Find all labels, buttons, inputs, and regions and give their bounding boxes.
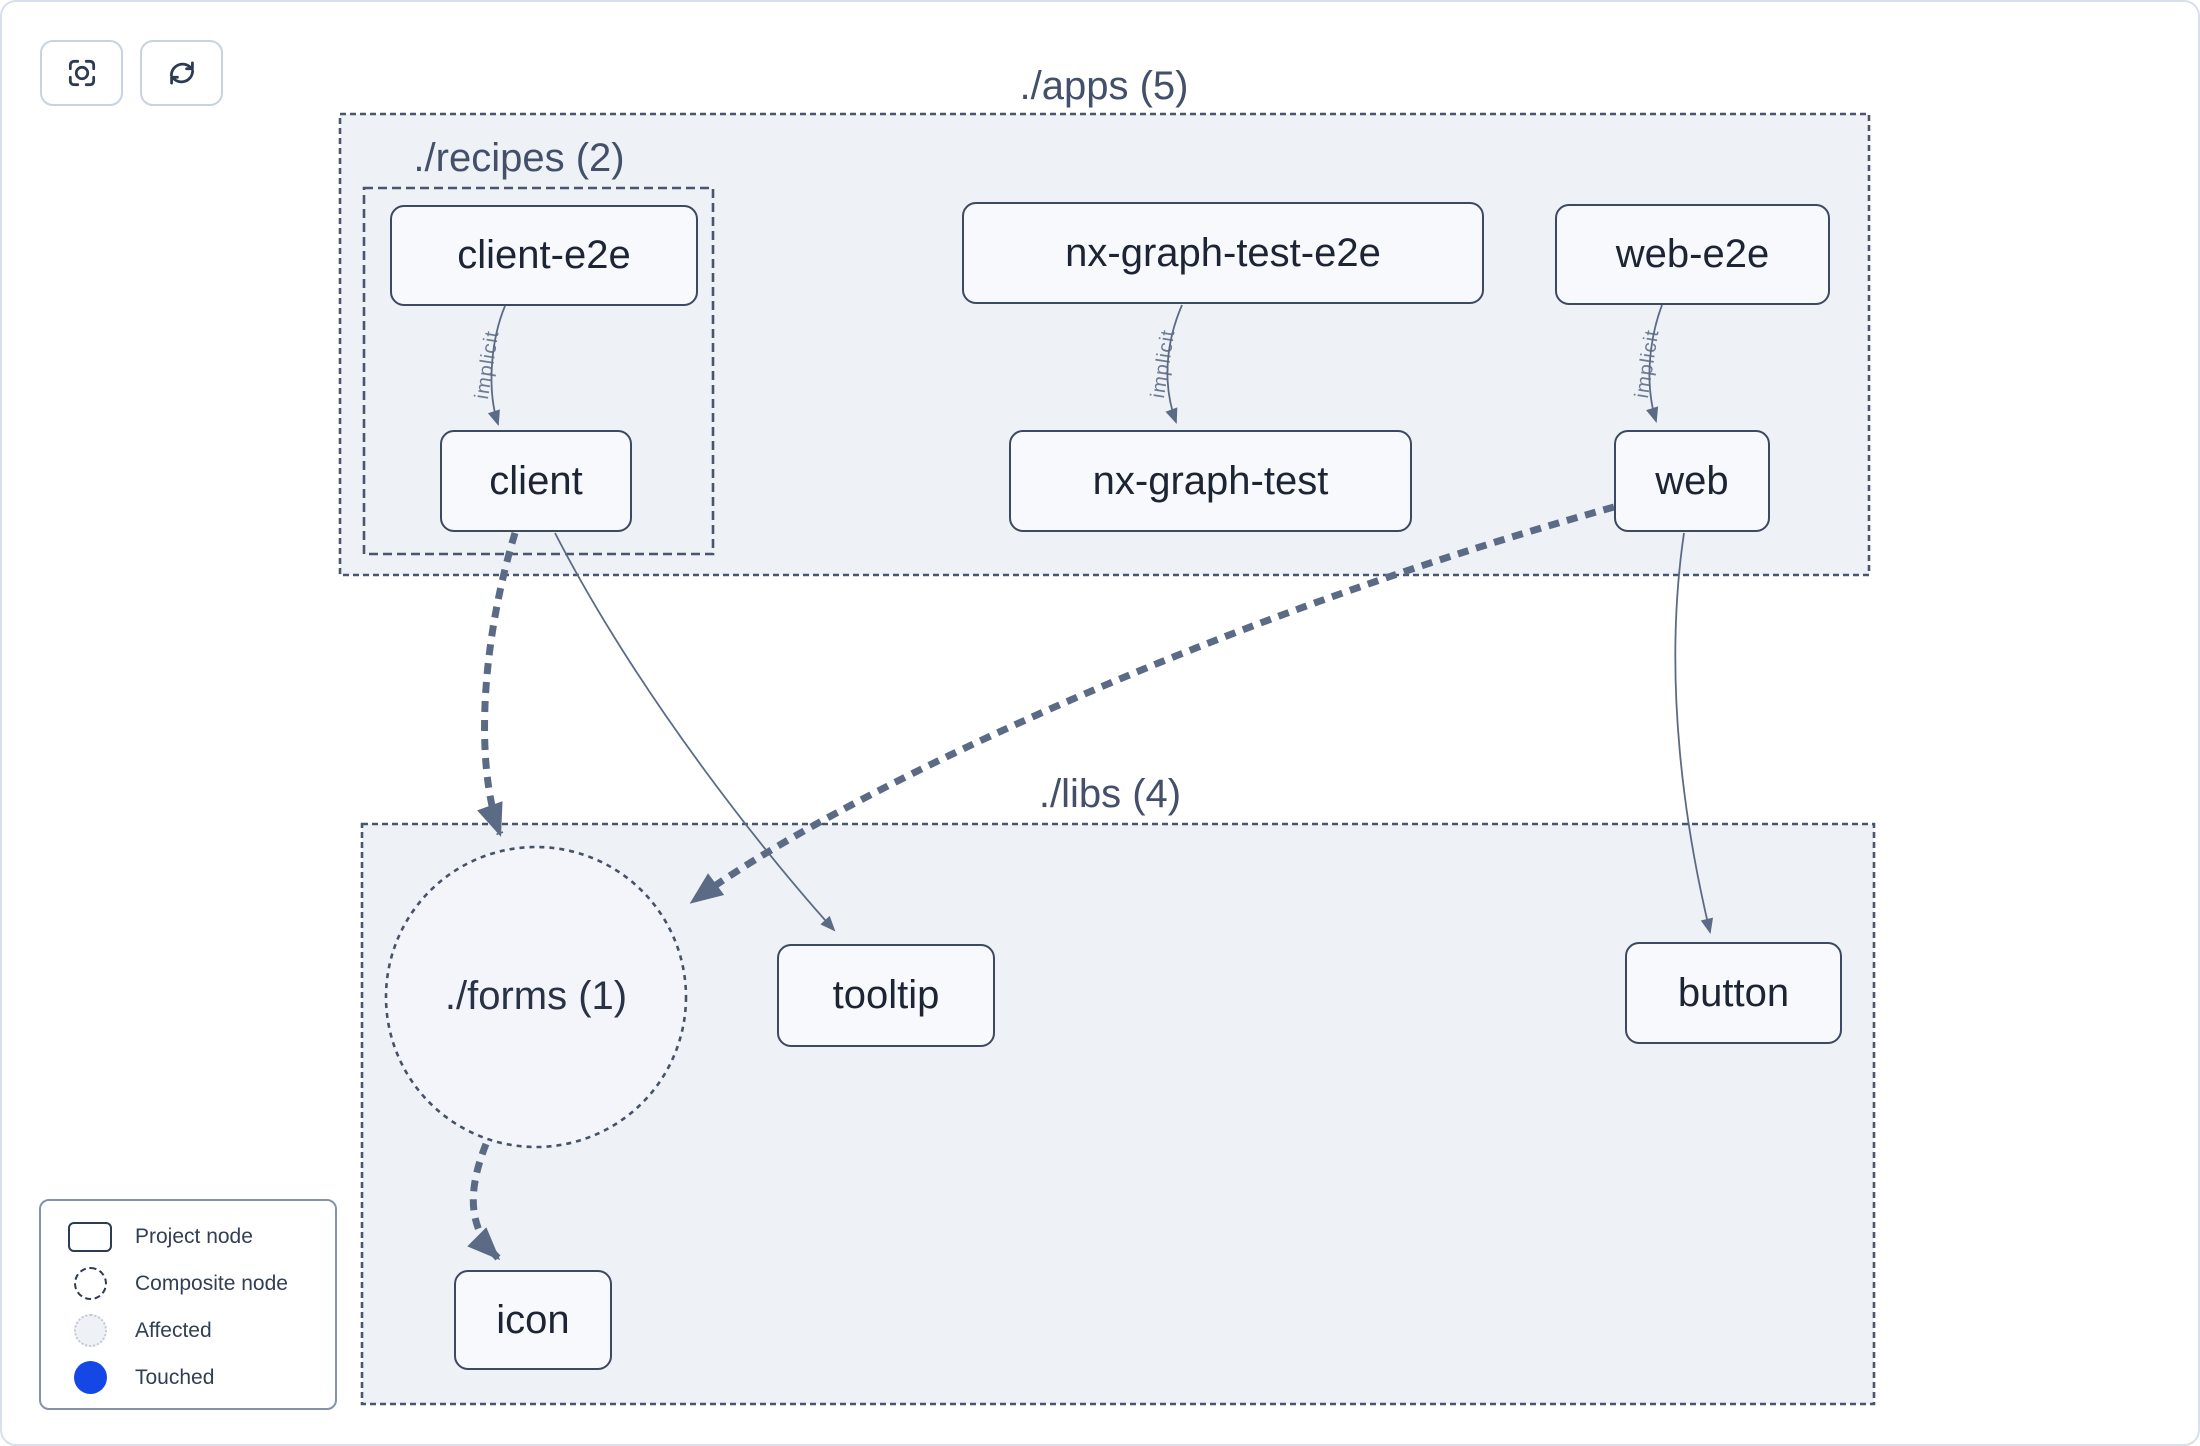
node-label: button — [1677, 970, 1790, 1015]
edge-client-to-forms — [477, 531, 519, 837]
touched-swatch-icon — [67, 1361, 113, 1394]
edge-forms-to-icon — [467, 1142, 501, 1261]
edge-web-to-button — [1674, 532, 1714, 935]
refresh-button[interactable] — [140, 40, 223, 106]
focus-reset-button[interactable] — [40, 40, 123, 106]
refresh-icon — [169, 61, 194, 85]
node-label: client — [489, 458, 583, 503]
legend-label: Touched — [135, 1365, 215, 1389]
legend-row-composite-node: Composite node — [41, 1260, 335, 1307]
node-nx-graph-test[interactable]: nx-graph-test — [1009, 430, 1412, 532]
node-button[interactable]: button — [1625, 942, 1842, 1044]
edge-web-e2e-to-web — [1646, 304, 1663, 424]
node-label: web-e2e — [1615, 232, 1770, 276]
node-label: tooltip — [832, 973, 940, 1017]
node-label: client-e2e — [457, 233, 631, 277]
composite-node-label-forms[interactable]: ./forms (1) — [444, 974, 628, 1018]
legend-label: Composite node — [135, 1271, 288, 1295]
edge-nx-graph-test-e2e-to-nx-graph-test — [1165, 304, 1183, 424]
legend: Project node Composite node Affected Tou… — [39, 1199, 337, 1410]
legend-label: Project node — [135, 1224, 253, 1248]
legend-row-affected: Affected — [41, 1307, 335, 1354]
legend-row-touched: Touched — [41, 1354, 335, 1401]
node-label: nx-graph-test — [1092, 458, 1329, 503]
legend-row-project-node: Project node — [41, 1213, 335, 1260]
focus-frame-icon — [68, 59, 95, 87]
node-label: nx-graph-test-e2e — [1065, 230, 1381, 275]
edge-client-e2e-to-client — [487, 305, 506, 426]
node-web-e2e[interactable]: web-e2e — [1555, 204, 1830, 305]
edge-web-to-forms — [689, 503, 1615, 905]
composite-node-swatch-icon — [67, 1267, 113, 1300]
affected-swatch-icon — [67, 1314, 113, 1347]
composite-node-forms[interactable] — [384, 845, 688, 1149]
node-web[interactable]: web — [1614, 430, 1770, 532]
node-icon[interactable]: icon — [454, 1270, 612, 1370]
project-node-swatch-icon — [67, 1221, 113, 1252]
edge-client-to-tooltip — [554, 532, 836, 932]
node-client[interactable]: client — [440, 430, 632, 532]
node-nx-graph-test-e2e[interactable]: nx-graph-test-e2e — [962, 202, 1484, 304]
legend-label: Affected — [135, 1318, 212, 1342]
node-label: web — [1655, 458, 1729, 503]
node-client-e2e[interactable]: client-e2e — [390, 205, 698, 306]
node-tooltip[interactable]: tooltip — [777, 944, 995, 1047]
node-label: icon — [496, 1297, 570, 1342]
